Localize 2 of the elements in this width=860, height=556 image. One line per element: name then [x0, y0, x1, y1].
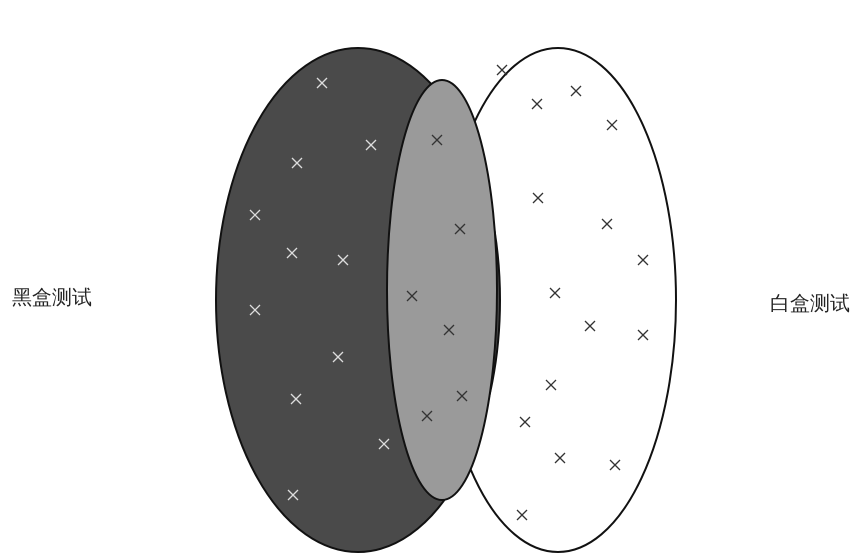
set-label: 白盒测试	[770, 290, 850, 317]
set-label: 黑盒测试	[12, 284, 92, 311]
